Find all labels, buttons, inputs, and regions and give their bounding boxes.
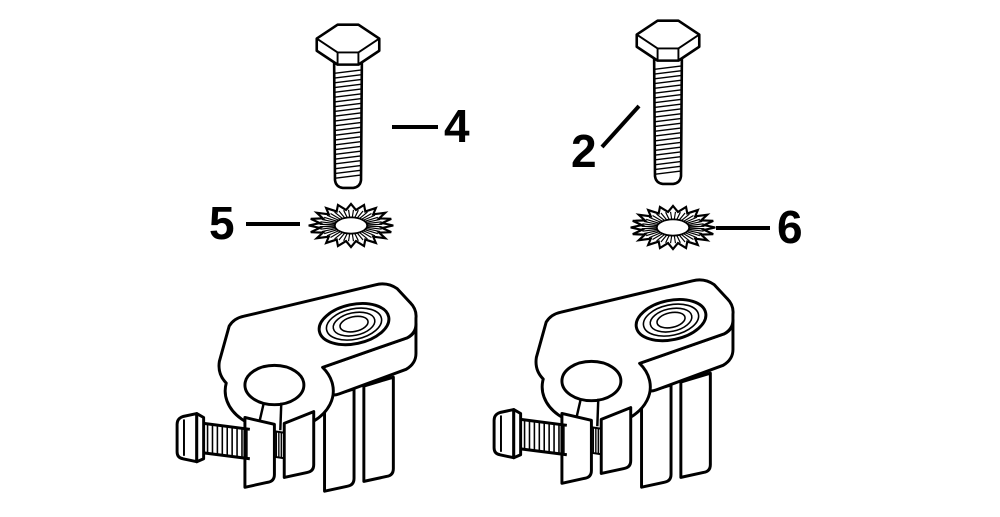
callout-2: 2	[571, 125, 597, 177]
lock-washer-right	[629, 204, 717, 251]
hex-bolt-left	[315, 23, 381, 190]
callout-4: 4	[444, 100, 470, 152]
hex-bolt-right	[635, 19, 701, 186]
terminal-clamp-right	[492, 278, 735, 489]
leader-line-2	[600, 104, 641, 149]
terminal-clamp-left	[175, 282, 418, 493]
lock-washer-left	[307, 202, 395, 249]
callout-6: 6	[777, 201, 803, 253]
callout-5: 5	[209, 197, 235, 249]
